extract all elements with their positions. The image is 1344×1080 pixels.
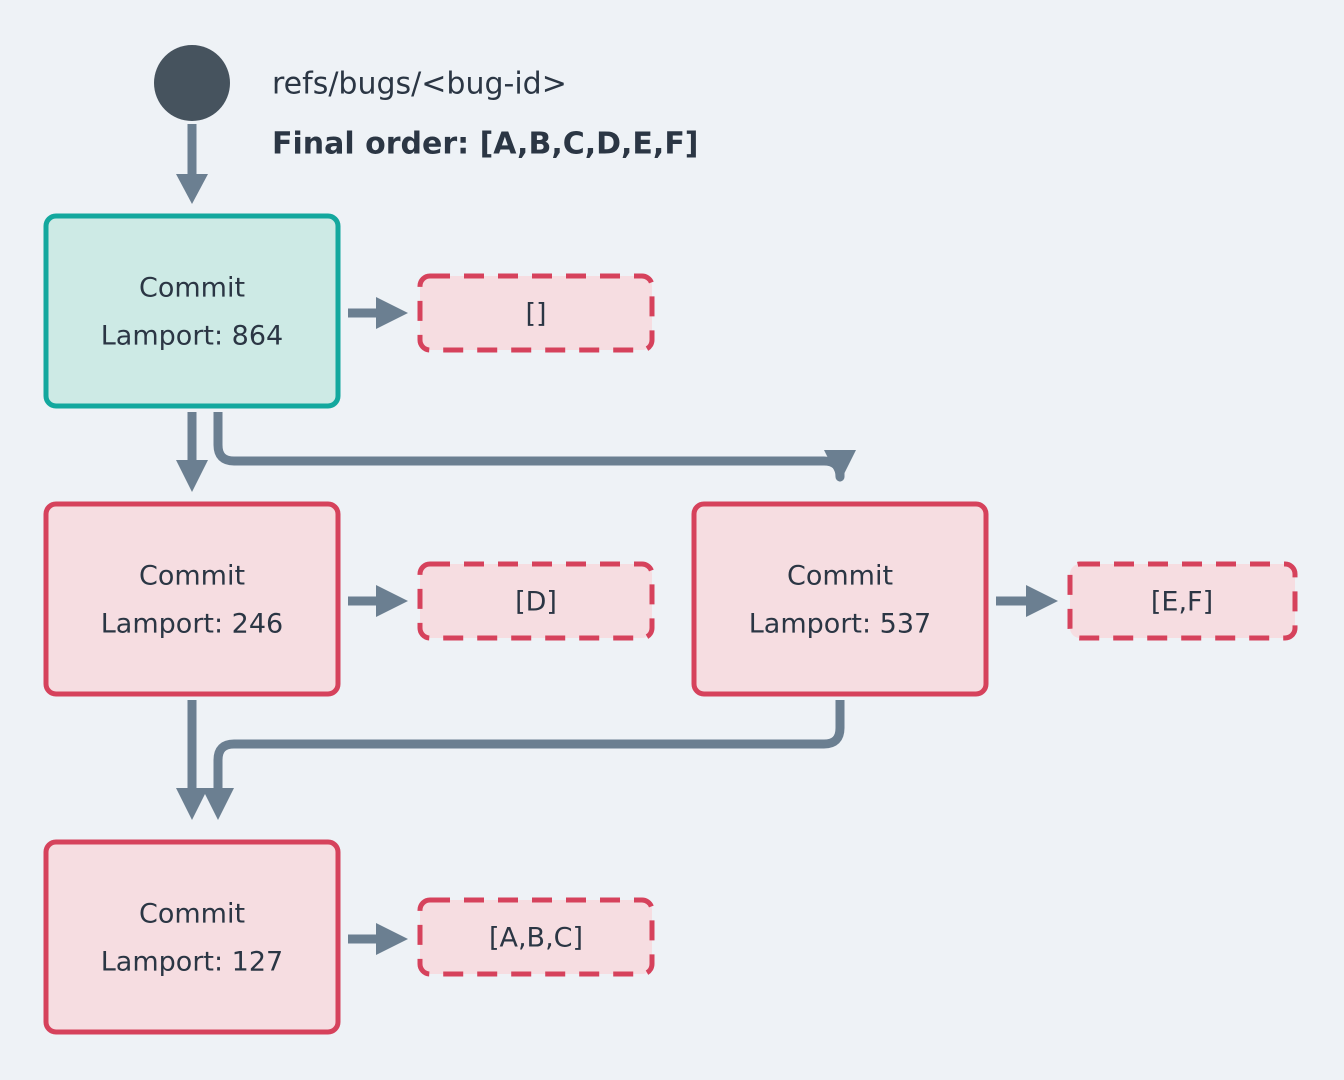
payload-commit-864-box [417, 273, 655, 353]
payload-commit-246-text: [D] [515, 587, 557, 618]
payload-commit-537-box [1067, 561, 1298, 641]
payload-commit-127: [A,B,C] [417, 897, 655, 977]
node-commit-127-detail: Lamport: 127 [101, 947, 283, 978]
node-commit-246[interactable]: Commit Lamport: 246 [43, 501, 341, 697]
node-commit-537-detail: Lamport: 537 [749, 609, 931, 640]
edge-layer [176, 124, 1058, 955]
payload-commit-246-box [417, 561, 655, 641]
edge-commit-537-to-payload [996, 585, 1058, 617]
node-commit-127[interactable]: Commit Lamport: 127 [43, 839, 341, 1035]
edge-commit-537-to-commit-127 [202, 700, 845, 820]
edge-commit-127-to-payload [348, 923, 408, 955]
node-commit-537-box[interactable] [691, 501, 989, 697]
node-commit-246-box[interactable] [43, 501, 341, 697]
start-marker-dot [154, 45, 230, 121]
edge-commit-246-to-payload [348, 585, 408, 617]
payload-commit-864-text: [] [525, 299, 546, 330]
node-commit-246-title: Commit [139, 561, 245, 592]
edge-start-to-commit-864 [176, 124, 208, 204]
node-commit-537[interactable]: Commit Lamport: 537 [691, 501, 989, 697]
payload-commit-127-text: [A,B,C] [489, 923, 583, 954]
payload-commit-127-box [417, 897, 655, 977]
node-commit-864-title: Commit [139, 273, 245, 304]
node-commit-864-detail: Lamport: 864 [101, 321, 283, 352]
node-commit-246-detail: Lamport: 246 [101, 609, 283, 640]
payload-commit-537-text: [E,F] [1151, 587, 1213, 618]
edge-commit-246-to-commit-127 [176, 700, 208, 820]
payload-commit-246: [D] [417, 561, 655, 641]
edge-commit-864-to-commit-246 [176, 412, 208, 492]
node-commit-127-box[interactable] [43, 839, 341, 1035]
node-commit-864-box[interactable] [43, 213, 341, 409]
node-commit-127-title: Commit [139, 899, 245, 930]
edge-commit-864-to-payload [348, 297, 408, 329]
final-order-label: Final order: [A,B,C,D,E,F] [272, 127, 699, 162]
node-commit-864[interactable]: Commit Lamport: 864 [43, 213, 341, 409]
payload-commit-864: [] [417, 273, 655, 353]
edge-commit-864-to-commit-537 [213, 412, 856, 482]
payload-commit-537: [E,F] [1067, 561, 1298, 641]
node-commit-537-title: Commit [787, 561, 893, 592]
ref-label: refs/bugs/<bug-id> [272, 67, 567, 102]
